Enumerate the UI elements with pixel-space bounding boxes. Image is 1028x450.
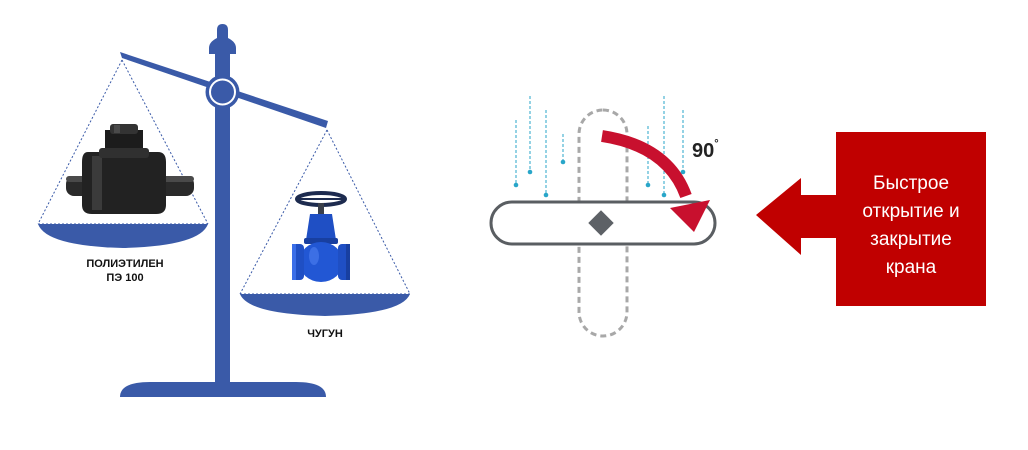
rotation-arrow <box>601 130 692 199</box>
callout-box <box>756 132 986 306</box>
valve-rotation-diagram <box>489 96 717 338</box>
callout-line3: закрытие <box>870 229 952 250</box>
scale-post <box>215 50 230 385</box>
right-pan <box>240 294 410 316</box>
polyethylene-label: ПОЛИЭТИЛЕН ПЭ 100 <box>70 257 180 285</box>
angle-label: 90° <box>692 138 719 163</box>
cast-iron-valve-image <box>292 191 350 282</box>
cast-iron-label: ЧУГУН <box>307 328 343 340</box>
rain-lines <box>515 96 684 193</box>
balance-scale <box>37 24 411 397</box>
callout-text: Быстрое открытие и закрытие крана <box>836 170 986 282</box>
angle-unit: ° <box>714 138 719 150</box>
angle-value: 90 <box>692 140 715 162</box>
valve-spindle-icon <box>588 210 614 236</box>
scale-base <box>120 382 326 397</box>
scale-finial <box>209 24 236 54</box>
polyethylene-label-line1: ПОЛИЭТИЛЕН <box>86 258 164 270</box>
polyethylene-fitting-image <box>66 124 194 214</box>
callout-arrow <box>756 178 838 255</box>
callout-panel <box>836 132 986 306</box>
left-pan <box>38 224 208 248</box>
handle-closed-outline <box>577 108 629 338</box>
rain-drops <box>513 159 686 198</box>
rotation-arrow-head <box>670 200 710 232</box>
callout-line1: Быстрое <box>872 173 950 194</box>
polyethylene-label-line2: ПЭ 100 <box>106 272 144 284</box>
callout-line2: открытие и <box>862 201 960 222</box>
callout-line4: крана <box>885 257 937 278</box>
